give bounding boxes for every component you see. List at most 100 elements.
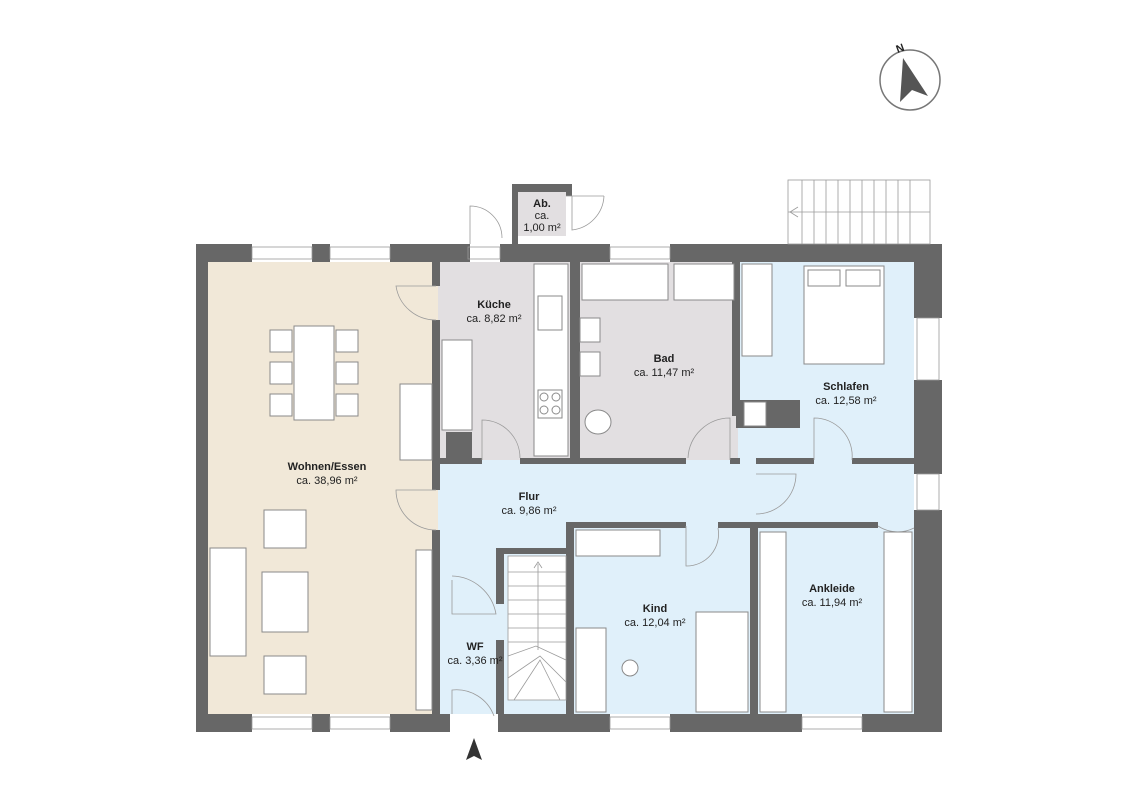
room-area-wohnen: ca. 38,96 m² bbox=[296, 475, 357, 487]
wall-south-b bbox=[312, 714, 330, 732]
compass-letter: N bbox=[895, 42, 907, 56]
desk bbox=[575, 627, 607, 713]
burner bbox=[551, 392, 561, 402]
windows bbox=[251, 246, 940, 730]
wall-north-d bbox=[670, 244, 942, 262]
shower bbox=[673, 263, 735, 301]
window bbox=[251, 716, 313, 730]
bad-south bbox=[730, 458, 740, 464]
room-name-bad: Bad bbox=[654, 353, 675, 365]
wall-wohnen-kueche bbox=[432, 262, 440, 286]
furniture-schlafen bbox=[741, 263, 885, 427]
chair bbox=[335, 393, 359, 417]
room-area-ankleide: ca. 11,94 m² bbox=[802, 597, 863, 609]
window bbox=[609, 246, 671, 260]
furniture-wohnen bbox=[209, 325, 433, 711]
wf-east bbox=[496, 548, 504, 604]
sideboard bbox=[399, 383, 433, 461]
toilet bbox=[584, 409, 612, 435]
doors bbox=[395, 195, 915, 717]
furniture-bad bbox=[579, 263, 735, 435]
stair-winder bbox=[507, 645, 567, 661]
armchair bbox=[263, 655, 307, 695]
burner bbox=[539, 405, 549, 415]
kind-north-a bbox=[566, 522, 686, 528]
kueche-south-a bbox=[438, 458, 482, 464]
dining-table bbox=[293, 325, 335, 421]
room-name-ankleide: Ankleide bbox=[809, 583, 855, 595]
wardrobe bbox=[741, 263, 773, 357]
wall-wohnen-kueche-2 bbox=[432, 320, 440, 490]
window bbox=[916, 473, 940, 511]
window bbox=[329, 716, 391, 730]
chair bbox=[269, 361, 293, 385]
compass-needle bbox=[900, 58, 928, 102]
stair-winder bbox=[513, 659, 561, 701]
window bbox=[916, 317, 940, 381]
door-wf bbox=[451, 575, 497, 615]
door-kueche bbox=[481, 419, 521, 460]
burner bbox=[551, 405, 561, 415]
room-area-wf: ca. 3,36 m² bbox=[447, 655, 502, 667]
room-name-wf: WF bbox=[466, 641, 483, 653]
chair bbox=[269, 329, 293, 353]
wall-east-low bbox=[914, 510, 942, 732]
wall-north-b bbox=[390, 244, 470, 262]
door-schlafen bbox=[813, 417, 853, 461]
wall-west bbox=[196, 244, 208, 732]
wall-north-mid bbox=[312, 244, 330, 262]
pillow bbox=[845, 269, 881, 287]
abstell-wall-west bbox=[512, 184, 518, 244]
coffee-table bbox=[261, 571, 309, 633]
flur-floor bbox=[438, 460, 914, 526]
door-bad bbox=[687, 417, 731, 460]
tv-board bbox=[415, 549, 433, 711]
wall-south-c bbox=[390, 714, 450, 732]
entrance-arrow bbox=[466, 738, 482, 760]
window bbox=[609, 716, 671, 730]
room-area-abstell-1: ca. bbox=[535, 210, 550, 222]
stair-arrow-head bbox=[533, 561, 543, 569]
counter bbox=[533, 263, 569, 457]
closet-east bbox=[883, 531, 913, 713]
wall-north-c bbox=[500, 244, 610, 262]
room-area-kind: ca. 12,04 m² bbox=[624, 617, 685, 629]
closet-west bbox=[759, 531, 787, 713]
stairs bbox=[507, 555, 567, 701]
wall-east-mid bbox=[914, 380, 942, 474]
wall-bad-schlafen bbox=[732, 262, 740, 416]
door-wohnen-mid bbox=[395, 489, 437, 531]
chair bbox=[335, 361, 359, 385]
window bbox=[467, 246, 501, 260]
chimney bbox=[446, 432, 472, 458]
sofa bbox=[209, 547, 247, 657]
kid-bed bbox=[695, 611, 749, 713]
wall-south-e bbox=[670, 714, 802, 732]
door-flur-east bbox=[755, 473, 797, 515]
door-wohnen-top bbox=[395, 285, 437, 321]
room-name-abstell: Ab. bbox=[533, 198, 551, 210]
washbasin bbox=[579, 317, 601, 343]
wall-kueche-bad bbox=[570, 262, 580, 460]
shelf bbox=[575, 529, 661, 557]
schlafen-south-b bbox=[852, 458, 914, 464]
room-name-kind: Kind bbox=[643, 603, 667, 615]
ankleide-north bbox=[756, 522, 878, 528]
nightstand bbox=[743, 401, 767, 427]
burner bbox=[539, 392, 549, 402]
room-labels: Wohnen/Essen ca. 38,96 m² Küche ca. 8,82… bbox=[288, 198, 877, 667]
window bbox=[251, 246, 313, 260]
furniture-kind bbox=[575, 529, 749, 713]
wall-south-a bbox=[196, 714, 252, 732]
furniture-ankleide bbox=[759, 531, 913, 713]
chair bbox=[335, 329, 359, 353]
room-area-abstell-2: 1,00 m² bbox=[523, 222, 561, 234]
kind-ankleide bbox=[750, 522, 758, 714]
desk-chair bbox=[621, 659, 639, 677]
door-abstell bbox=[571, 195, 605, 231]
terrace-stairs bbox=[787, 179, 931, 245]
outer-walls bbox=[196, 184, 942, 732]
furniture-kueche bbox=[441, 263, 569, 457]
door-entrance bbox=[451, 689, 495, 717]
room-name-schlafen: Schlafen bbox=[823, 381, 869, 393]
